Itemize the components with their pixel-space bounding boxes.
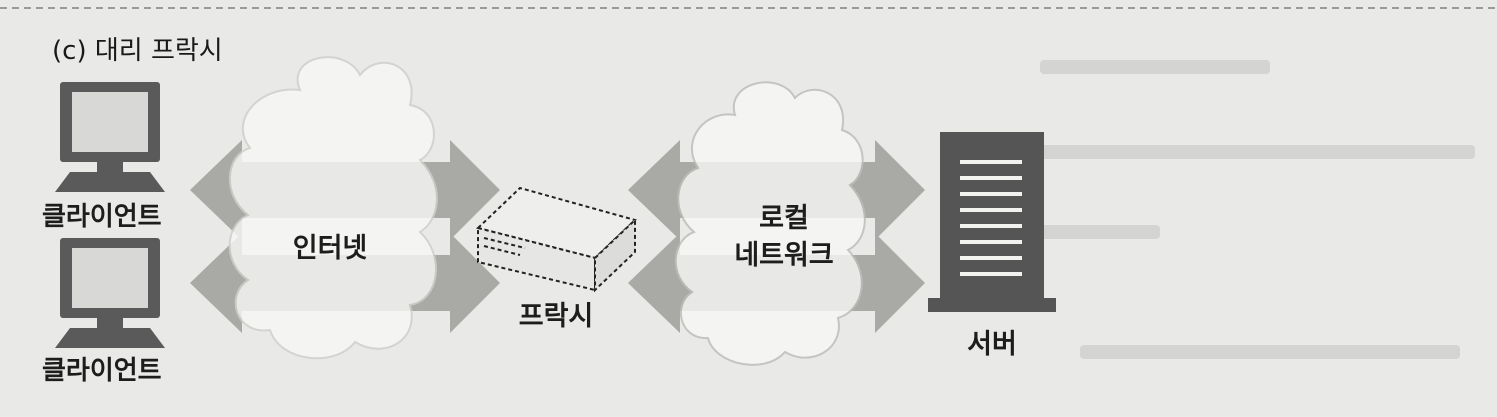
client-label-2: 클라이언트 bbox=[42, 356, 162, 386]
local-network-cloud bbox=[674, 81, 866, 366]
background-bleed-through bbox=[1035, 60, 1475, 359]
client-label-1: 클라이언트 bbox=[42, 202, 162, 232]
client-computer-2 bbox=[55, 238, 165, 348]
server-icon bbox=[928, 132, 1056, 312]
proxy-device bbox=[476, 186, 637, 293]
diagram-title: (c) 대리 프락시 bbox=[52, 36, 223, 66]
client-computer-1 bbox=[55, 82, 165, 192]
proxy-label: 프락시 bbox=[518, 301, 594, 332]
local-network-label-line2: 네트워크 bbox=[734, 240, 834, 271]
internet-cloud bbox=[228, 56, 438, 360]
internet-label: 인터넷 bbox=[292, 233, 368, 264]
local-network-label-line1: 로컬 bbox=[759, 203, 809, 234]
server-label: 서버 bbox=[967, 329, 1017, 360]
